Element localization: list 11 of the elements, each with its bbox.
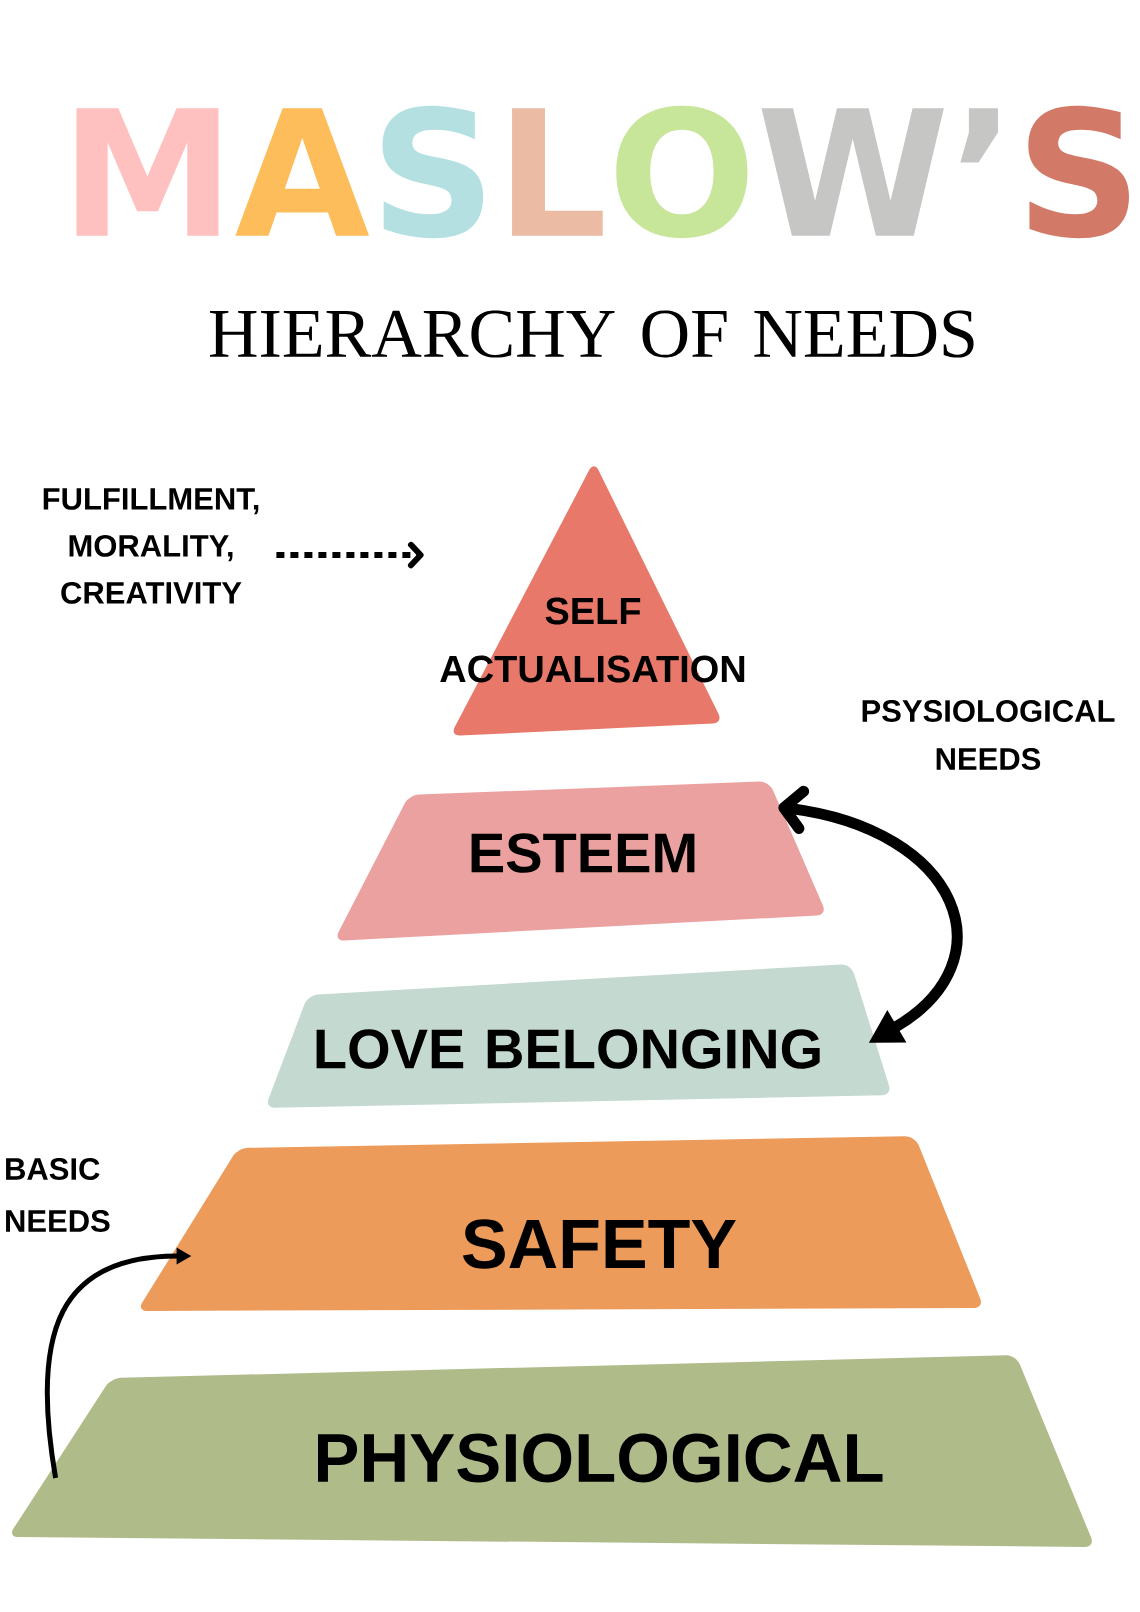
pyramid-tier: SAFETY [140, 1136, 981, 1311]
pyramid-tier: PHYSIOLOGICAL [12, 1355, 1092, 1547]
double-headed-arrow [778, 785, 963, 1043]
pyramid-tier: LOVE BELONGING [267, 964, 890, 1108]
pyramid-tier: ESTEEM [337, 781, 824, 941]
side-note: BASIC NEEDS [6, 1158, 110, 1232]
title: MASLOW’S [76, 105, 1129, 239]
side-note: PSYSIOLOGICAL NEEDS [862, 700, 1115, 770]
dotted-arrow [276, 541, 424, 569]
subtitle: HIERARCHY OF NEEDS [210, 310, 974, 358]
side-note: FULFILLMENT, MORALITY, CREATIVITY [43, 488, 259, 604]
